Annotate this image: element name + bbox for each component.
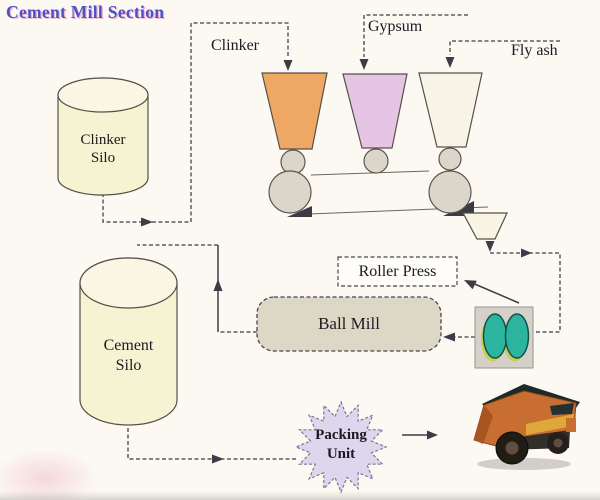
arrow-into-flyash-hopper [445,57,455,68]
truck-hub-rear [505,441,519,455]
belt-pulley-right [428,170,472,214]
gypsum-feed-label: Gypsum [368,18,423,35]
gypsum-feed-line [363,14,468,57]
packing-unit-label-line2: Unit [326,446,356,462]
truck-front-box [566,418,576,432]
scan-smudge [0,448,100,500]
truck-hub-front [553,438,563,448]
arrowheads [141,57,532,464]
arrow-below-funnel [485,241,495,252]
roller-press-machine [474,306,534,369]
rollers-and-pulleys [268,147,472,214]
cement-silo-to-packing-line [127,428,296,460]
truck-chute [474,405,493,444]
press-roller-left [482,313,508,359]
feeder-roller-2 [363,148,389,174]
belt-wedge-left [287,206,312,217]
truck-window [550,403,574,415]
page-title: Cement Mill Section [6,2,165,22]
clinker-silo-label-line2: Silo [90,150,116,166]
fly-ash-feed-line [449,40,560,55]
ball-mill-label: Ball Mill [318,314,380,333]
packing-unit-label: Packing Unit [298,426,384,464]
fly-ash-hopper [418,72,483,148]
packing-unit-label-line1: Packing [315,427,367,443]
cement-silo-label: Cement Silo [79,336,178,376]
arrow-to-roller-press-label [464,280,477,290]
clinker-silo-label: Clinker Silo [58,131,148,167]
truck-shadow [477,458,571,470]
feed-hoppers [261,72,483,150]
truck-stripe [526,414,574,435]
arrow-up-to-cement-silo [213,279,223,291]
clinker-silo [57,77,149,196]
roller-press-label-box [337,256,458,287]
cement-silo-top [79,257,178,309]
belt-pulley-left [268,170,312,214]
arrow-to-right-duct [521,248,532,258]
arrow-into-gypsum-hopper [359,59,369,70]
roller-press-label: Roller Press [358,262,437,280]
cement-silo-label-line2: Silo [115,357,142,374]
gypsum-hopper [342,73,408,149]
arrow-to-packing-unit [212,454,224,464]
arrow-to-truck [427,430,438,440]
clinker-silo-label-line1: Clinker [80,132,126,148]
arrow-into-clinker-hopper [283,60,293,71]
clinker-hopper [261,72,328,150]
feeder-roller-3 [438,147,462,171]
arrow-into-ball-mill [443,332,455,342]
ball-mill-vessel [256,296,442,352]
discharge-funnel [461,212,508,240]
arrow-silo-outlet [141,217,153,227]
packing-unit-star [294,400,388,494]
scan-edge-shadow [0,491,600,500]
fly-ash-feed-label: Fly ash [511,42,558,59]
clinker-silo-top [57,77,149,113]
clinker-feed-label: Clinker [211,37,259,54]
cement-silo [79,257,178,426]
dump-truck-image [473,384,580,470]
feeder-roller-1 [280,149,306,175]
clinker-silo-to-hopper-line [102,22,289,223]
press-roller-right [504,313,530,359]
cement-silo-label-line1: Cement [103,337,154,354]
roller-press-callout-line [469,281,520,304]
